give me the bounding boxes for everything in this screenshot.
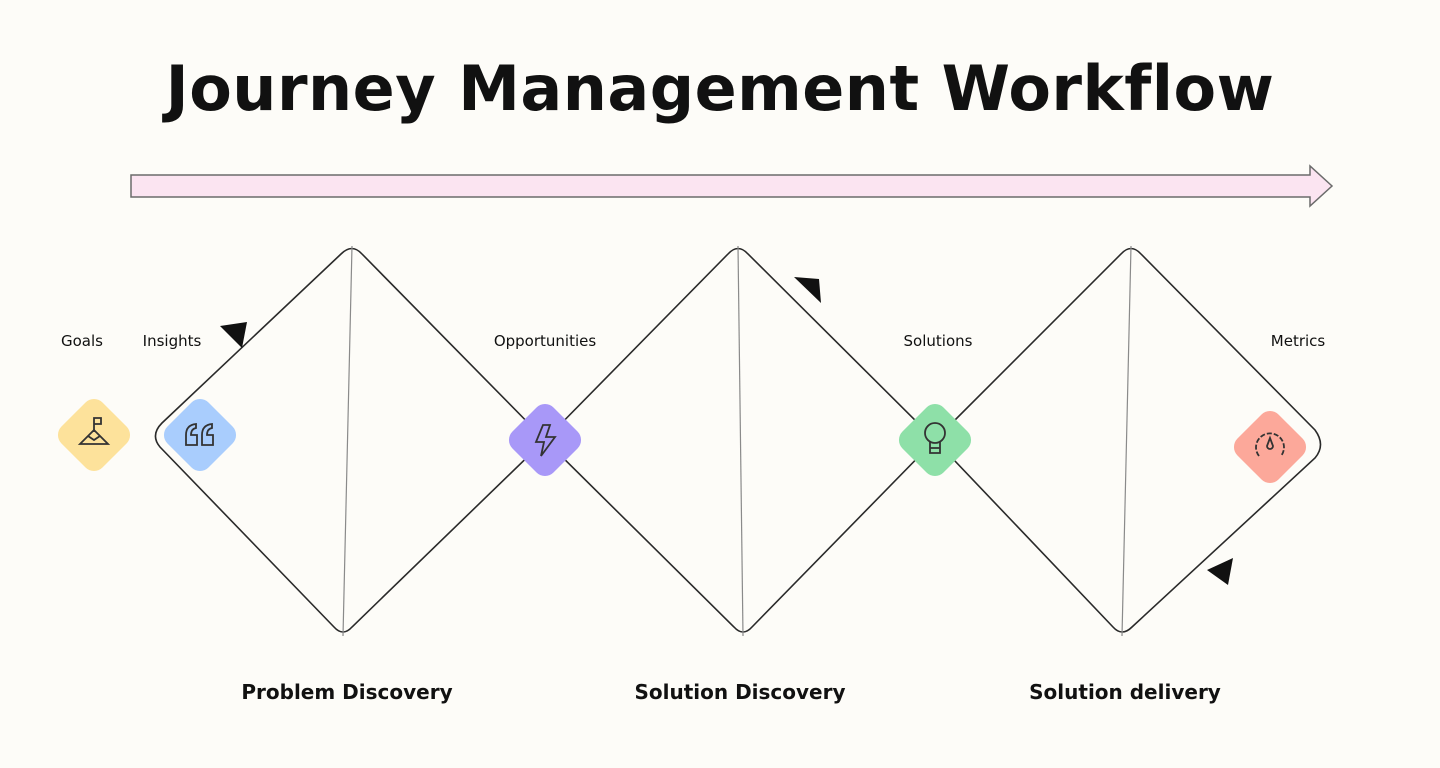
direction-arrowhead [794, 277, 821, 303]
page-title: Journey Management Workflow [165, 52, 1275, 125]
mountain-flag-icon [77, 417, 111, 445]
lightbulb-icon [924, 422, 946, 454]
diamond-solution-delivery [933, 247, 1322, 633]
stage-label-goals: Goals [61, 332, 103, 350]
phase-label-problem-discovery: Problem Discovery [241, 680, 453, 704]
direction-arrowhead [1207, 558, 1233, 585]
stage-label-opportunities: Opportunities [493, 332, 597, 350]
stage-label-solutions: Solutions [903, 332, 973, 350]
divider-line [737, 245, 744, 637]
timeline-arrow [130, 164, 1334, 208]
quote-icon [185, 423, 214, 446]
phase-label-solution-discovery: Solution Discovery [634, 680, 846, 704]
direction-arrowhead [220, 322, 247, 348]
stage-label-insights: Insights [142, 332, 202, 350]
lightning-icon [534, 424, 557, 457]
diamond-problem-discovery [154, 247, 547, 633]
divider-line [1121, 245, 1132, 637]
stage-label-metrics: Metrics [1270, 332, 1326, 350]
divider-line [342, 245, 353, 637]
gauge-icon [1255, 432, 1285, 457]
phase-label-solution-delivery: Solution delivery [1029, 680, 1221, 704]
